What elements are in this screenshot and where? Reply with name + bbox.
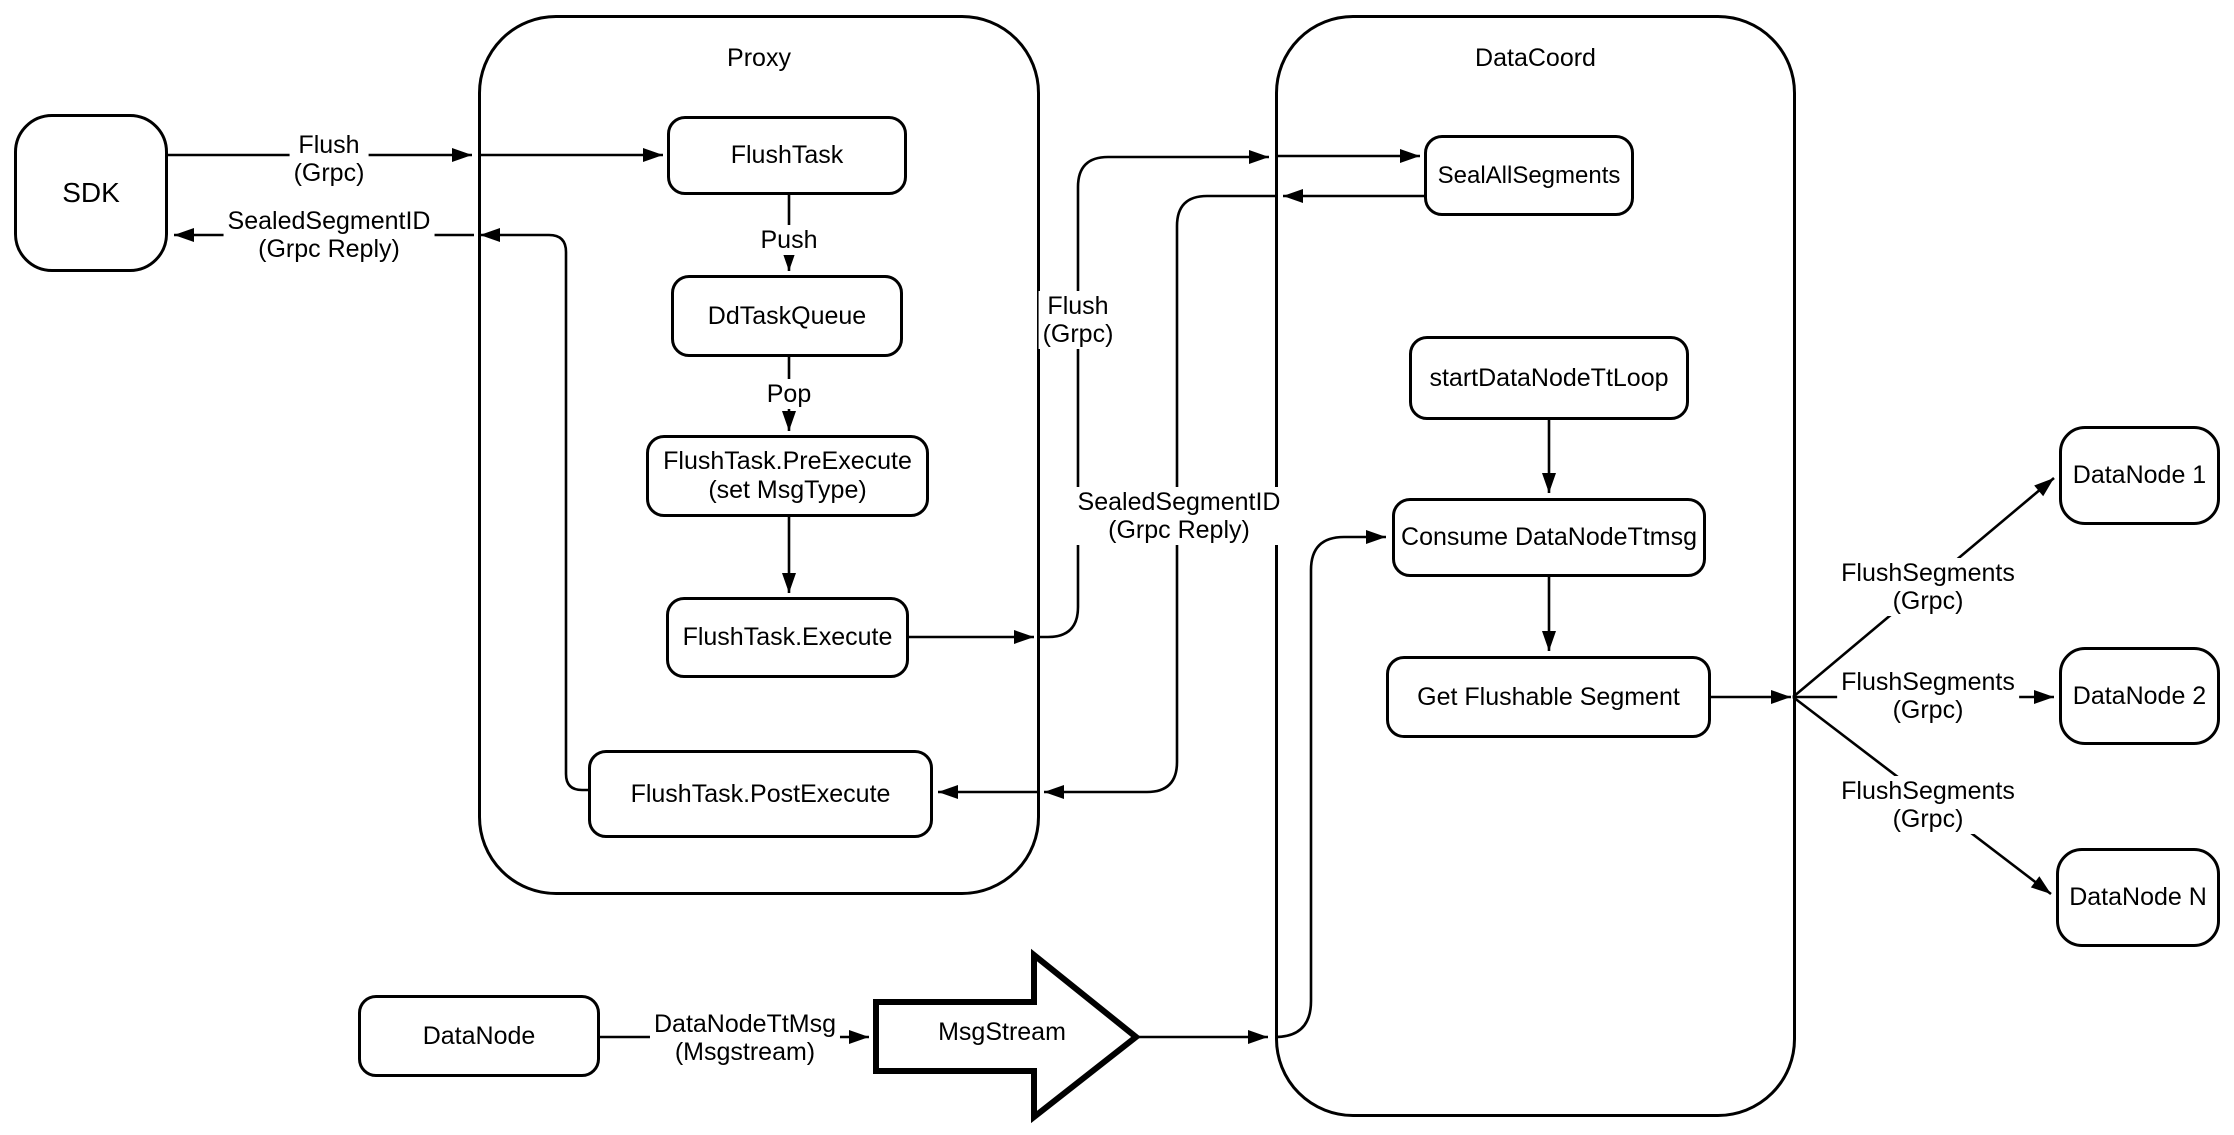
node-datanode-source: DataNode xyxy=(358,995,600,1077)
datacoord-title: DataCoord xyxy=(1475,44,1596,72)
node-datanode-1: DataNode 1 xyxy=(2059,426,2220,525)
node-sdk: SDK xyxy=(14,114,168,272)
node-get-flushable-segment: Get Flushable Segment xyxy=(1386,656,1711,738)
msgstream-arrow-shape xyxy=(873,948,1141,1124)
node-datanode-n: DataNode N xyxy=(2056,848,2220,947)
label-flushsegments-3: FlushSegments (Grpc) xyxy=(1837,776,2019,834)
node-datanode-2: DataNode 2 xyxy=(2059,647,2220,745)
label-flush-grpc-sdk: Flush (Grpc) xyxy=(289,130,369,188)
label-sealedsegmentid-sdk: SealedSegmentID (Grpc Reply) xyxy=(223,206,435,264)
node-ddtaskqueue: DdTaskQueue xyxy=(671,275,903,357)
node-flushtask: FlushTask xyxy=(667,116,907,195)
msgstream-arrow-label: MsgStream xyxy=(938,1018,1066,1046)
label-pop: Pop xyxy=(762,379,816,409)
node-startdatanodettloop: startDataNodeTtLoop xyxy=(1409,336,1689,420)
node-flushtask-preexecute: FlushTask.PreExecute (set MsgType) xyxy=(646,435,929,517)
label-flush-grpc-mid: Flush (Grpc) xyxy=(1038,291,1118,349)
node-flushtask-execute: FlushTask.Execute xyxy=(666,597,909,678)
node-consume-datanodettmsg: Consume DataNodeTtmsg xyxy=(1392,498,1706,577)
label-push: Push xyxy=(756,225,822,255)
edge-flush-up xyxy=(1040,150,1269,639)
label-flushsegments-2: FlushSegments (Grpc) xyxy=(1837,667,2019,725)
node-flushtask-postexecute: FlushTask.PostExecute xyxy=(588,750,933,838)
label-datanodettmsg: DataNodeTtMsg (Msgstream) xyxy=(649,1009,841,1067)
datacoord-container xyxy=(1275,15,1796,1117)
proxy-container xyxy=(478,15,1040,895)
edge-postexecute-to-proxyedge xyxy=(480,228,588,792)
edge-msgstream-up xyxy=(1274,530,1386,1039)
label-sealedsegmentid-mid: SealedSegmentID (Grpc Reply) xyxy=(1073,487,1285,545)
node-sealallsegments: SealAllSegments xyxy=(1424,135,1634,216)
proxy-title: Proxy xyxy=(727,44,791,72)
label-flushsegments-1: FlushSegments (Grpc) xyxy=(1837,558,2019,616)
